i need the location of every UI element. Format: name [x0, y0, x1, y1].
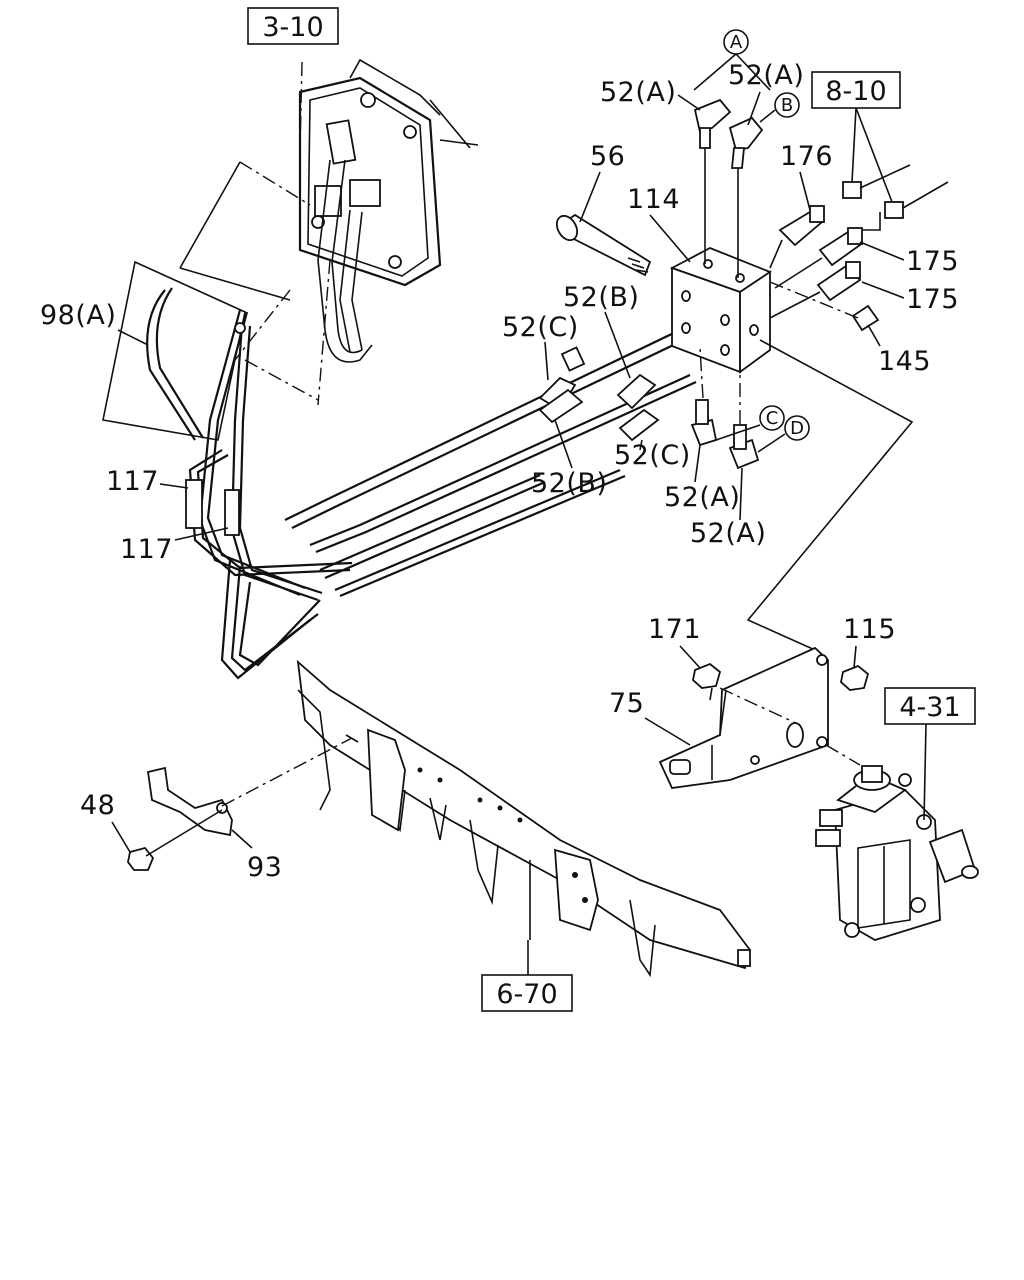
svg-text:D: D: [790, 418, 804, 439]
leader-lines-pedal: [179, 61, 331, 406]
nut-115[interactable]: [840, 664, 870, 691]
label-52a-top-left: 52(A): [600, 77, 676, 108]
label-52a-low-2: 52(A): [690, 518, 766, 549]
label-145: 145: [878, 346, 931, 377]
label-93: 93: [247, 852, 282, 883]
fitting-52b-lower[interactable]: [538, 388, 584, 424]
plug-145[interactable]: [851, 304, 880, 332]
ref-box-6-70[interactable]: 6-70: [481, 974, 573, 1012]
label-115: 115: [843, 614, 896, 645]
label-56: 56: [590, 141, 625, 172]
label-98a: 98(A): [40, 300, 116, 331]
label-175-lower: 175: [906, 284, 959, 315]
leader-block-to-bracket: [746, 339, 914, 651]
label-117-lower: 117: [120, 534, 173, 565]
label-52b-upper: 52(B): [563, 282, 639, 313]
label-48: 48: [80, 790, 115, 821]
ref-box-8-10[interactable]: 8-10: [811, 71, 901, 109]
ref-box-3-10[interactable]: 3-10: [247, 7, 339, 45]
distribution-block-114[interactable]: [669, 247, 772, 374]
switch-175-upper[interactable]: [774, 227, 863, 289]
frame-rail: [296, 659, 751, 978]
fitting-52c-lower[interactable]: [618, 408, 660, 442]
label-52a-top-right: 52(A): [728, 60, 804, 91]
label-175-upper: 175: [906, 246, 959, 277]
pedal-bracket-assembly: [298, 58, 479, 363]
label-114: 114: [627, 184, 680, 215]
label-52c-lower: 52(C): [614, 440, 691, 471]
brake-pipe-bundle: [185, 309, 697, 680]
label-176: 176: [780, 141, 833, 172]
svg-text:8-10: 8-10: [825, 76, 886, 107]
svg-text:A: A: [730, 32, 743, 53]
part-labels: 52(A) 52(A) 56 114 176 175 175 145 98(A)…: [40, 60, 959, 883]
pipe-98a-inset: [102, 260, 246, 441]
bracket-93[interactable]: [146, 734, 359, 849]
label-117-upper: 117: [106, 466, 159, 497]
ref-box-4-31[interactable]: 4-31: [884, 687, 976, 725]
callout-B: B: [759, 92, 800, 123]
label-171: 171: [648, 614, 701, 645]
svg-text:3-10: 3-10: [262, 12, 323, 43]
bolt-56[interactable]: [553, 212, 652, 277]
pump-assembly: [815, 723, 979, 941]
fitting-52c-upper[interactable]: [538, 346, 586, 412]
bracket-75[interactable]: [658, 646, 861, 789]
fitting-52a-top-right[interactable]: [728, 116, 764, 278]
harness-connectors-8-10: [769, 107, 949, 319]
callout-A: A: [693, 29, 771, 91]
switch-176[interactable]: [769, 205, 825, 269]
label-75: 75: [609, 688, 644, 719]
label-52b-lower: 52(B): [531, 468, 607, 499]
svg-text:B: B: [781, 95, 793, 116]
label-52c-upper: 52(C): [502, 312, 579, 343]
fitting-52a-low-1[interactable]: [690, 347, 718, 447]
svg-text:C: C: [766, 408, 779, 429]
nut-48[interactable]: [111, 809, 223, 871]
switch-175-lower[interactable]: [769, 261, 862, 319]
nut-171[interactable]: [692, 662, 722, 701]
svg-text:4-31: 4-31: [899, 692, 960, 723]
svg-text:6-70: 6-70: [496, 979, 557, 1010]
fitting-52a-low-2[interactable]: [728, 372, 760, 470]
label-52a-low-1: 52(A): [664, 482, 740, 513]
fitting-52b-upper[interactable]: [616, 373, 657, 410]
callout-C: C: [715, 405, 785, 441]
fitting-52a-top-left[interactable]: [693, 98, 732, 264]
callout-D: D: [757, 415, 810, 453]
